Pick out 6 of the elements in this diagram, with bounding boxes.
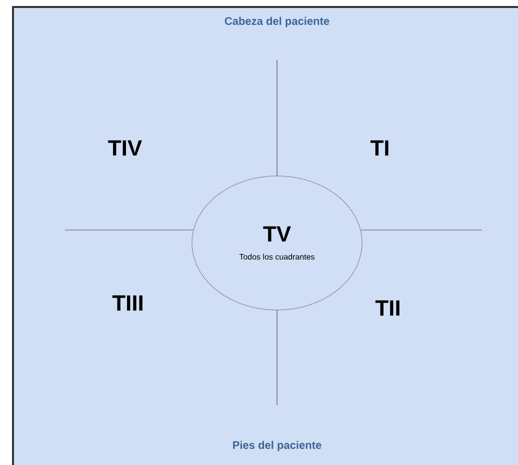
quadrant-label: TIII xyxy=(112,295,142,311)
caption: Pies del paciente xyxy=(233,440,322,452)
heading: Cabeza del paciente xyxy=(224,16,330,28)
quadrant-label: TII xyxy=(375,300,400,316)
quadrant-label: TI xyxy=(370,140,388,156)
quadrant-label: TIV xyxy=(108,140,142,156)
